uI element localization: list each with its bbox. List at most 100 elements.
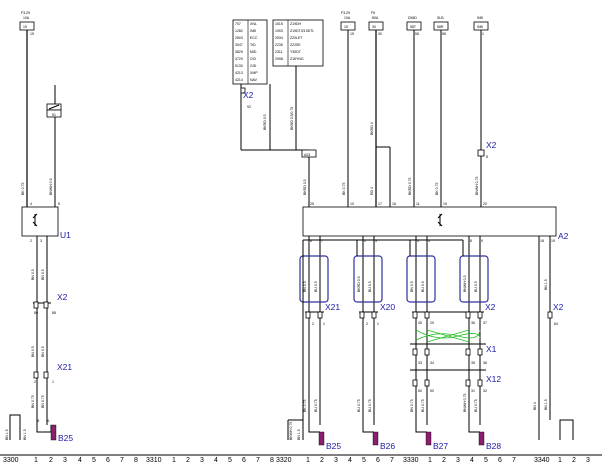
svg-text:1615: 1615 (275, 22, 283, 26)
svg-text:7: 7 (390, 457, 394, 464)
svg-text:BK 0.75: BK 0.75 (342, 182, 346, 195)
svg-text:SLB: SLB (437, 16, 444, 20)
svg-text:10: 10 (350, 202, 354, 206)
svg-text:7: 7 (256, 457, 260, 464)
svg-text:2: 2 (34, 380, 36, 384)
svg-text:8: 8 (486, 155, 488, 159)
svg-text:3: 3 (63, 457, 67, 464)
svg-text:8: 8 (270, 457, 274, 464)
x2-mid-label: X2 (485, 302, 496, 312)
svg-text:DIMD: DIMD (408, 16, 417, 20)
svg-text:BU 0.5: BU 0.5 (368, 281, 372, 292)
svg-text:5: 5 (362, 457, 366, 464)
svg-text:BN 1.5: BN 1.5 (297, 429, 301, 440)
x12-label: X12 (486, 374, 501, 384)
svg-text:BN 0.5: BN 0.5 (31, 269, 35, 280)
svg-text:BN 4: BN 4 (533, 402, 537, 410)
svg-text:1: 1 (558, 457, 562, 464)
svg-text:1: 1 (323, 322, 325, 326)
svg-text:51: 51 (52, 113, 56, 117)
connector-x20: 2 1 X20 (359, 302, 395, 326)
svg-text:Z19DH: Z19DH (290, 22, 302, 26)
svg-text:5130: 5130 (235, 64, 243, 68)
svg-text:707: 707 (235, 22, 241, 26)
svg-text:BKRD 4: BKRD 4 (370, 122, 374, 135)
svg-text:7: 7 (120, 457, 124, 464)
svg-text:58: 58 (415, 32, 419, 36)
svg-text:3047: 3047 (235, 43, 243, 47)
svg-text:XNL: XNL (250, 22, 257, 26)
svg-text:3829: 3829 (235, 50, 243, 54)
svg-text:2: 2 (442, 457, 446, 464)
svg-text:36: 36 (483, 361, 487, 365)
svg-text:F3.29: F3.29 (341, 11, 350, 15)
svg-text:BU 0.75: BU 0.75 (421, 399, 425, 412)
svg-text:4: 4 (214, 457, 218, 464)
x2-top-label: X2 (243, 90, 254, 100)
svg-text:2: 2 (30, 239, 32, 243)
svg-text:58T: 58T (410, 25, 417, 29)
svg-text:Z16YNG: Z16YNG (290, 57, 304, 61)
svg-text:A: A (47, 419, 50, 423)
svg-text:BKRD 0.5/0.75: BKRD 0.5/0.75 (290, 107, 294, 130)
svg-text:1: 1 (377, 322, 379, 326)
svg-text:4: 4 (78, 457, 82, 464)
svg-text:7: 7 (321, 239, 323, 243)
connector-x2-mid: 45 29 36 37 X2 (412, 302, 496, 325)
svg-text:5: 5 (484, 457, 488, 464)
svg-text:50: 50 (430, 389, 434, 393)
svg-text:5: 5 (92, 457, 96, 464)
svg-text:17: 17 (378, 202, 382, 206)
svg-text:BN 0.5: BN 0.5 (31, 346, 35, 357)
b28-label: B28 (486, 441, 501, 451)
svg-text:BN 1.5: BN 1.5 (5, 429, 9, 440)
svg-text:80A: 80A (372, 16, 379, 20)
svg-text:BNWH 0.5: BNWH 0.5 (463, 275, 467, 292)
x2-right-top-label: X2 (486, 140, 497, 150)
svg-text:4213: 4213 (235, 71, 243, 75)
svg-text:1903: 1903 (275, 29, 283, 33)
svg-text:8: 8 (134, 457, 138, 464)
u1-label: U1 (60, 230, 71, 240)
svg-text:4: 4 (417, 239, 419, 243)
right-ground (287, 419, 574, 440)
svg-text:15: 15 (350, 32, 354, 36)
svg-text:10A: 10A (23, 16, 30, 20)
svg-text:2998: 2998 (275, 57, 283, 61)
svg-text:ECC: ECC (250, 36, 258, 40)
svg-text:BK 0.75: BK 0.75 (303, 399, 307, 412)
svg-text:45: 45 (418, 321, 422, 325)
svg-text:10A: 10A (344, 16, 351, 20)
svg-text:60: 60 (418, 389, 422, 393)
shielded-pairs: BN 0.5 BU 0.5 6 7 BKRD 0.5 BU 0.5 2 3 BN… (299, 236, 564, 440)
x1-label: X1 (486, 344, 497, 354)
a2-label: A2 (558, 231, 569, 241)
svg-text:1: 1 (52, 380, 54, 384)
svg-text:37: 37 (483, 321, 487, 325)
sensor-wire-labels: BK 0.75 BU 0.75 BU 0.75 BU 0.75 BN 0.75 … (289, 393, 548, 440)
svg-text:5: 5 (58, 202, 60, 206)
svg-text:XMP: XMP (250, 71, 258, 75)
x2-right-label: X2 (553, 302, 564, 312)
svg-text:BN 0.5: BN 0.5 (41, 269, 45, 280)
left-circuit: 51 BK 0.75 BNWH 0.5 4 5 U1 2 3 BN 0.5 BN… (5, 30, 73, 443)
svg-text:2235: 2235 (275, 43, 283, 47)
svg-text:58: 58 (442, 32, 446, 36)
scale-right: 1 2 3 4 5 6 7 3330 1 2 3 4 5 6 7 3340 1 … (306, 457, 590, 464)
svg-text:3: 3 (586, 457, 590, 464)
svg-text:INB: INB (477, 25, 484, 29)
svg-text:16: 16 (392, 202, 396, 206)
svg-text:33: 33 (418, 361, 422, 365)
top-feed: A03 BKRD 0.5 BKRD 0.5/0.75 X2 92 (240, 66, 317, 207)
svg-text:4214: 4214 (235, 78, 243, 82)
svg-text:CID: CID (250, 57, 257, 61)
svg-text:3720: 3720 (235, 57, 243, 61)
svg-text:2803: 2803 (235, 36, 243, 40)
svg-text:NAV: NAV (250, 78, 258, 82)
svg-text:2534: 2534 (275, 36, 283, 40)
svg-text:BKWH 0.75: BKWH 0.75 (289, 422, 293, 440)
svg-text:20: 20 (483, 202, 487, 206)
